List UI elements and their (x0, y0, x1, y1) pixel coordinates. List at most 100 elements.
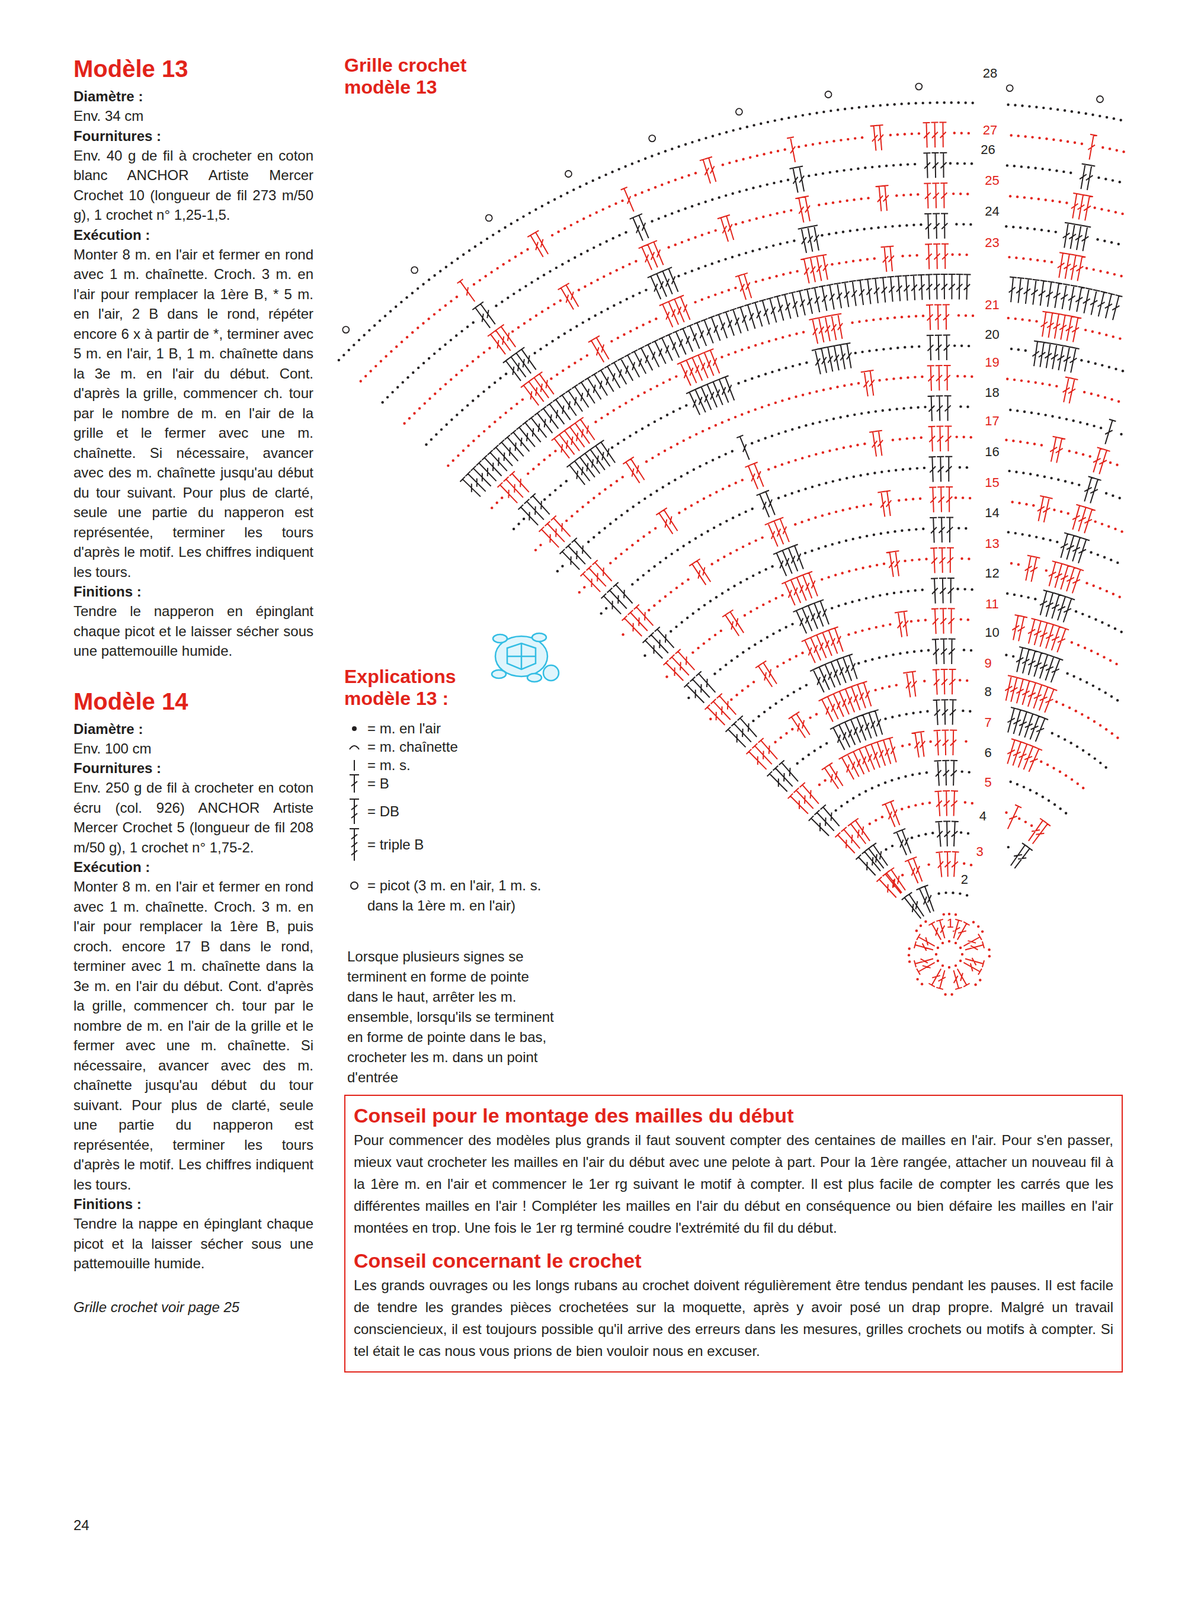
chain-dot (794, 459, 797, 462)
body-text: Tendre le napperon en épinglant chaque p… (73, 601, 314, 662)
chain-dot (1080, 142, 1084, 146)
chain-dot (910, 345, 914, 348)
chain-dot (923, 466, 926, 470)
chain-dot (968, 710, 972, 713)
chain-dot (1090, 649, 1093, 653)
chain-dot (834, 231, 838, 235)
chain-dot (943, 101, 946, 104)
chain-dot (1026, 226, 1029, 230)
chain-dot (788, 334, 791, 337)
section-heading: Exécution : (73, 225, 314, 245)
chain-dot (567, 365, 570, 368)
chain-dot (708, 427, 711, 430)
chain-dot (687, 696, 690, 700)
chain-dot (1051, 415, 1054, 418)
chain-dot (1014, 317, 1017, 320)
tip-text: Pour commencer des modèles plus grands i… (353, 1129, 1114, 1239)
chain-dot (904, 498, 908, 501)
chain-dot (1035, 792, 1038, 795)
chain-dot (870, 658, 874, 661)
chain-dot (795, 332, 798, 335)
chain-dot (970, 375, 973, 379)
chain-dot (551, 234, 554, 237)
chain-dot (636, 394, 640, 397)
chain-dot (1097, 176, 1100, 179)
chain-dot (476, 355, 480, 358)
chain-dot (598, 492, 601, 495)
chain-dot (488, 347, 491, 350)
chain-dot (690, 269, 694, 272)
chain-dot (716, 559, 720, 562)
chain-dot (911, 712, 915, 715)
chain-dot (755, 217, 758, 220)
chain-dot (744, 510, 748, 514)
picot-symbol (1096, 95, 1104, 103)
chain-dot (692, 612, 695, 616)
chain-dot (1109, 659, 1112, 662)
chain-dot (817, 203, 821, 207)
chain-dot (913, 162, 917, 166)
chain-dot (963, 587, 966, 591)
chain-dot (907, 528, 911, 531)
chain-dot (1019, 226, 1022, 229)
chain-dot (1093, 206, 1097, 210)
chain-dot (913, 650, 916, 653)
chain-dot (719, 668, 722, 671)
chain-dot (466, 444, 470, 447)
chain-dot (904, 775, 907, 778)
chain-dot (433, 352, 436, 355)
chain-dot (891, 225, 894, 228)
chain-dot (690, 141, 694, 144)
chain-dot (767, 468, 770, 471)
chain-dot (629, 330, 632, 333)
chain-dot (703, 264, 707, 268)
chain-dot (563, 227, 566, 230)
chain-dot (1080, 713, 1084, 716)
chain-dot (692, 468, 696, 472)
chain-dot (907, 805, 911, 809)
chain-dot (903, 559, 906, 563)
chain-dot (594, 420, 597, 424)
model-heading: Modèle 14 (73, 687, 314, 716)
chain-dot (1013, 164, 1016, 168)
chain-dot (1105, 333, 1108, 336)
chain-dot (610, 170, 614, 174)
chain-dot (860, 412, 863, 415)
body-text: Monter 8 m. en l'air et fermer en rond a… (73, 876, 314, 1195)
chain-dot (1040, 228, 1043, 232)
chain-dot (575, 220, 579, 223)
chain-dot (1114, 367, 1117, 371)
chain-dot (786, 241, 789, 244)
chain-dot (575, 325, 578, 328)
chain-dot (537, 463, 540, 466)
chain-dot (786, 178, 790, 182)
chain-dot (433, 312, 436, 316)
chain-dot (364, 375, 367, 378)
chain-dot (1011, 655, 1015, 658)
chain-dot (559, 484, 562, 488)
chain-dot (857, 106, 861, 109)
chain-dot (543, 498, 546, 501)
chain-dot (792, 239, 796, 242)
chain-dot (1022, 257, 1025, 260)
chain-dot (797, 145, 800, 149)
round-number: 12 (983, 566, 1001, 581)
chain-dot (889, 133, 892, 137)
chain-dot (518, 288, 521, 291)
chain-dot (959, 946, 962, 950)
chain-dot (512, 527, 515, 531)
chain-dot (961, 770, 964, 773)
chain-dot (1122, 150, 1125, 153)
chain-dot (748, 542, 751, 546)
chain-dot (866, 472, 869, 476)
chain-dot (901, 873, 904, 877)
legend-text: = m. chaînette (367, 737, 459, 758)
chain-dot (965, 253, 968, 256)
chain-dot (895, 683, 898, 687)
chain-dot (449, 338, 453, 342)
chain-dot (778, 629, 781, 632)
chain-dot (669, 446, 672, 449)
chain-dot (549, 377, 553, 380)
chain-dot (859, 258, 862, 262)
chain-dot (1090, 392, 1093, 396)
